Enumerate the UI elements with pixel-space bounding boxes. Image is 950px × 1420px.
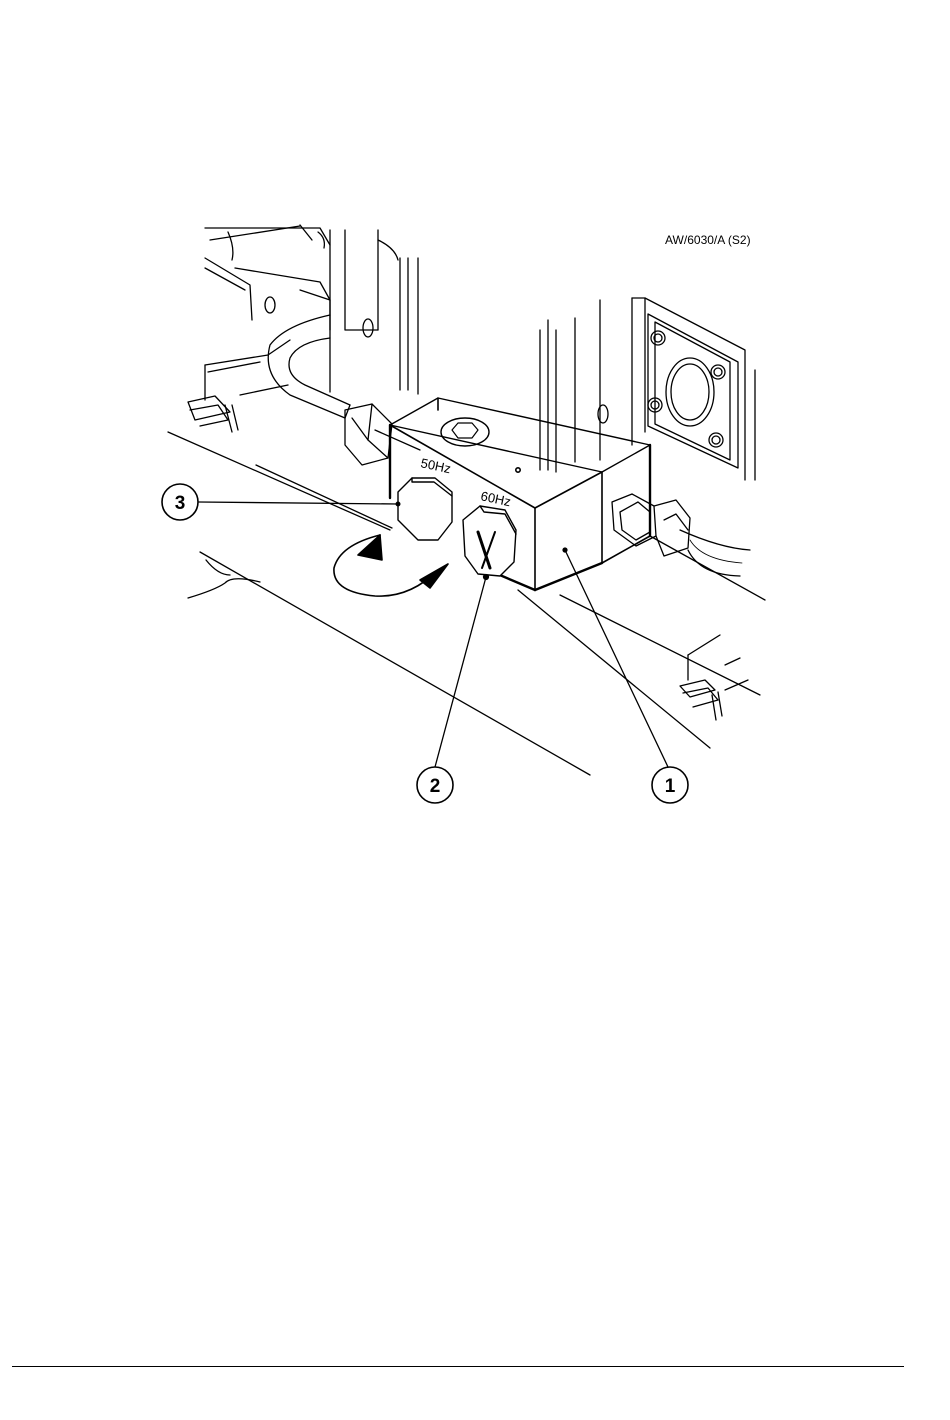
leader-line-2 xyxy=(435,577,486,767)
right-fitting xyxy=(612,494,750,576)
plug-60hz xyxy=(463,506,516,579)
vertical-plates xyxy=(330,230,632,472)
leader-line-1 xyxy=(565,550,668,767)
figure-reference-code: AW/6030/A (S2) xyxy=(665,233,751,247)
callout-1: 1 xyxy=(652,767,688,803)
rotation-arrow xyxy=(334,535,448,596)
callout-number-2: 2 xyxy=(430,776,441,797)
leader-line-3 xyxy=(199,502,398,504)
rails xyxy=(168,430,765,775)
background-machinery xyxy=(205,225,330,330)
left-clip xyxy=(188,340,290,432)
callout-number-3: 3 xyxy=(175,493,186,514)
callout-2: 2 xyxy=(417,767,453,803)
callout-number-1: 1 xyxy=(665,776,676,797)
callout-3: 3 xyxy=(162,484,198,520)
leader-lines xyxy=(199,502,668,767)
right-clip xyxy=(680,635,748,720)
plug-50hz xyxy=(396,478,452,540)
footer-rule xyxy=(12,1366,904,1367)
